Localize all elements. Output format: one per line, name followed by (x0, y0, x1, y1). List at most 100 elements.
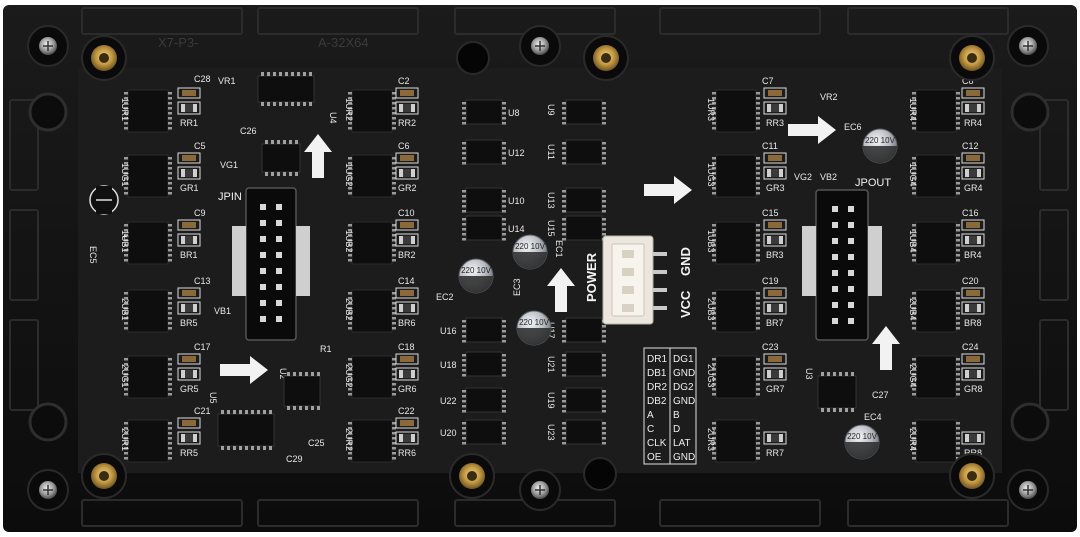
buffer-label: U16 (440, 326, 457, 336)
header-pin (276, 300, 282, 306)
pin-name-left: C (647, 424, 654, 435)
capacitor (961, 87, 985, 99)
part-label-vg2: VG2 (794, 172, 812, 182)
small-ic (261, 140, 301, 176)
pin-name-right: GND (673, 396, 695, 407)
driver-label: 1UG1 (120, 163, 130, 187)
small-ic (257, 72, 315, 106)
capacitor-marking: 220 10V (847, 432, 877, 441)
part-label-u2: U2 (278, 368, 288, 380)
capacitor-label: C7 (762, 76, 774, 86)
screw-icon (27, 469, 69, 511)
resistor (763, 101, 787, 115)
resistor (961, 431, 985, 445)
resistor-label: RR8 (964, 448, 982, 458)
small-ic (217, 410, 275, 450)
pin-name-right: LAT (673, 438, 691, 449)
capacitor (177, 353, 201, 365)
capacitor (395, 219, 419, 231)
power-label: POWER (584, 252, 599, 302)
buffer-ic (462, 99, 506, 125)
header-pin (832, 238, 838, 244)
part-label-r1: R1 (320, 344, 332, 354)
driver-label: 2UG4 (908, 364, 918, 388)
arrow-icon-up-power (547, 268, 575, 312)
part-label-vr1: VR1 (218, 76, 236, 86)
passive-components: 1UR1RR1C281UG1GR1C51UB1BR1C92UB1BR5C132U… (120, 72, 985, 464)
capacitor-marking: 220 10V (519, 318, 549, 327)
buffer-label: U22 (440, 396, 457, 406)
header-pin (260, 220, 266, 226)
power-connector (602, 235, 667, 325)
capacitor (763, 87, 787, 99)
buffer-label: U14 (508, 224, 525, 234)
header-pin (848, 270, 854, 276)
resistor (395, 233, 419, 247)
resistor-label: BR5 (180, 318, 198, 328)
driver-ic (712, 154, 760, 198)
driver-ic (124, 89, 172, 133)
header-pin (260, 316, 266, 322)
resistor-label: RR3 (766, 118, 784, 128)
gnd-label: GND (678, 247, 693, 276)
pin-name-right: B (673, 410, 680, 421)
header-pin (276, 268, 282, 274)
buffer-ic (562, 387, 606, 413)
resistor-label: GR8 (964, 384, 983, 394)
capacitor-label: C21 (194, 406, 211, 416)
capacitor-label: C20 (962, 276, 979, 286)
resistor (177, 367, 201, 381)
screw-icon (1007, 469, 1049, 511)
resistor-label: RR2 (398, 118, 416, 128)
resistor (395, 101, 419, 115)
buffer-label: U19 (546, 392, 556, 409)
jpout-header (802, 189, 882, 341)
buffer-ic (562, 419, 606, 445)
driver-label: 1UB1 (120, 230, 130, 253)
resistor-label: GR5 (180, 384, 199, 394)
buffer-label: U15 (546, 220, 556, 237)
resistor (395, 367, 419, 381)
driver-ic-grid (124, 89, 960, 463)
screw-icon (519, 469, 561, 511)
buffer-label: U11 (546, 144, 556, 160)
driver-label: 2UR2 (344, 428, 354, 451)
part-label-vb2: VB2 (820, 172, 837, 182)
brass-insert (949, 453, 995, 499)
capacitor (395, 287, 419, 299)
resistor-label: GR2 (398, 183, 417, 193)
resistor (763, 367, 787, 381)
part-label-c26: C26 (240, 126, 257, 136)
capacitor-marking: 220 10V (515, 242, 545, 251)
capacitor (395, 353, 419, 365)
buffer-ic (562, 215, 606, 241)
buffer-ic (462, 139, 506, 165)
pin-name-left: DR2 (647, 382, 667, 393)
buffer-ic (562, 317, 606, 343)
jpin-label: JPIN (218, 191, 242, 203)
buffer-ic (562, 351, 606, 377)
pin-name-right: DG1 (673, 354, 694, 365)
header-pin (832, 222, 838, 228)
resistor (961, 101, 985, 115)
pin-name-right: DG2 (673, 382, 694, 393)
arrow-icon-up-jpout (872, 326, 900, 370)
resistor-label: BR4 (964, 250, 982, 260)
ec5-polarity-mark: + (89, 185, 127, 242)
buffer-ic (462, 317, 506, 343)
driver-ic (124, 289, 172, 333)
frame-ribs (9, 7, 1069, 527)
buffer-ic (462, 215, 506, 241)
driver-ic (912, 89, 960, 133)
resistor (395, 166, 419, 180)
driver-ic (712, 221, 760, 265)
header-pin (832, 318, 838, 324)
brass-insert (449, 453, 495, 499)
driver-ic (124, 221, 172, 265)
pin-name-left: DB1 (647, 368, 667, 379)
resistor (177, 166, 201, 180)
capacitor (177, 219, 201, 231)
driver-ic (912, 154, 960, 198)
part-label-u5: U5 (208, 392, 218, 404)
